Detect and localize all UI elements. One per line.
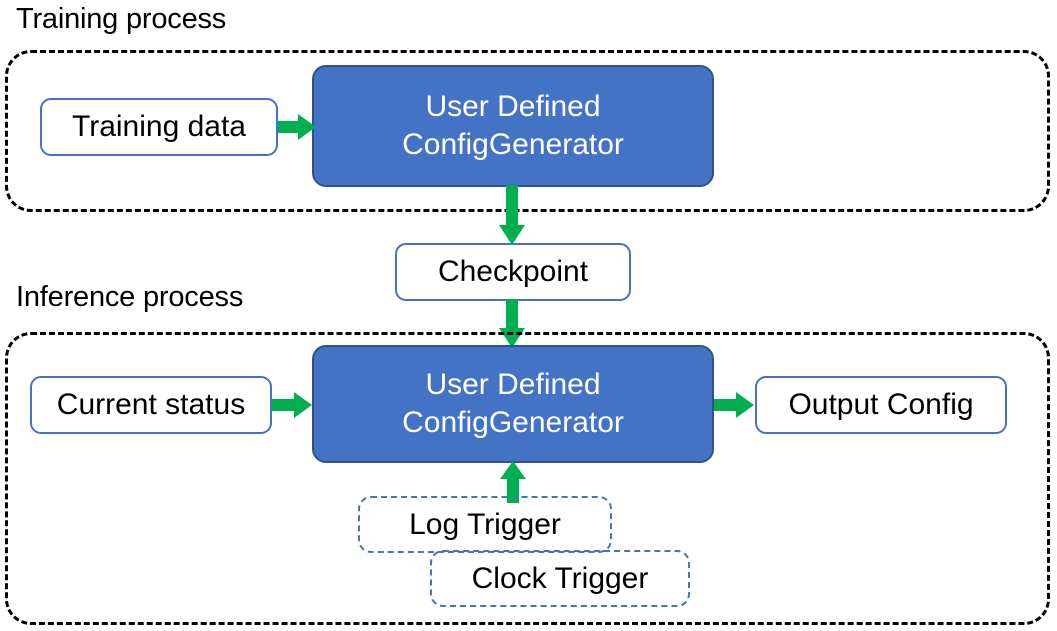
training-config-generator-box[interactable]: User Defined ConfigGenerator [312,65,714,187]
log-trigger-label: Log Trigger [409,507,561,541]
inference-process-container [5,332,1050,625]
training-process-container [5,50,1050,212]
training-config-generator-line1: User Defined [425,90,601,123]
clock-trigger-box[interactable]: Clock Trigger [430,550,690,607]
arrow-process-to-output-config [714,392,754,418]
arrow-training-data-to-process [278,114,316,140]
inference-process-label: Inference process [16,281,244,313]
arrow-process-to-checkpoint [499,185,525,245]
output-config-box[interactable]: Output Config [755,376,1007,434]
training-process-label: Training process [16,3,227,35]
checkpoint-label: Checkpoint [437,255,589,288]
output-config-label: Output Config [788,388,974,421]
current-status-box[interactable]: Current status [30,376,272,434]
training-data-box[interactable]: Training data [40,98,278,156]
log-trigger-box[interactable]: Log Trigger [358,496,612,553]
inference-config-generator-box[interactable]: User Defined ConfigGenerator [312,345,714,463]
clock-trigger-label: Clock Trigger [471,561,649,595]
checkpoint-box[interactable]: Checkpoint [395,243,631,301]
arrow-current-status-to-process [272,392,312,418]
training-data-label: Training data [72,110,246,143]
inference-config-generator-line2: ConfigGenerator [402,406,624,439]
inference-config-generator-line1: User Defined [425,368,601,401]
current-status-label: Current status [56,388,246,421]
training-config-generator-line2: ConfigGenerator [402,128,624,161]
